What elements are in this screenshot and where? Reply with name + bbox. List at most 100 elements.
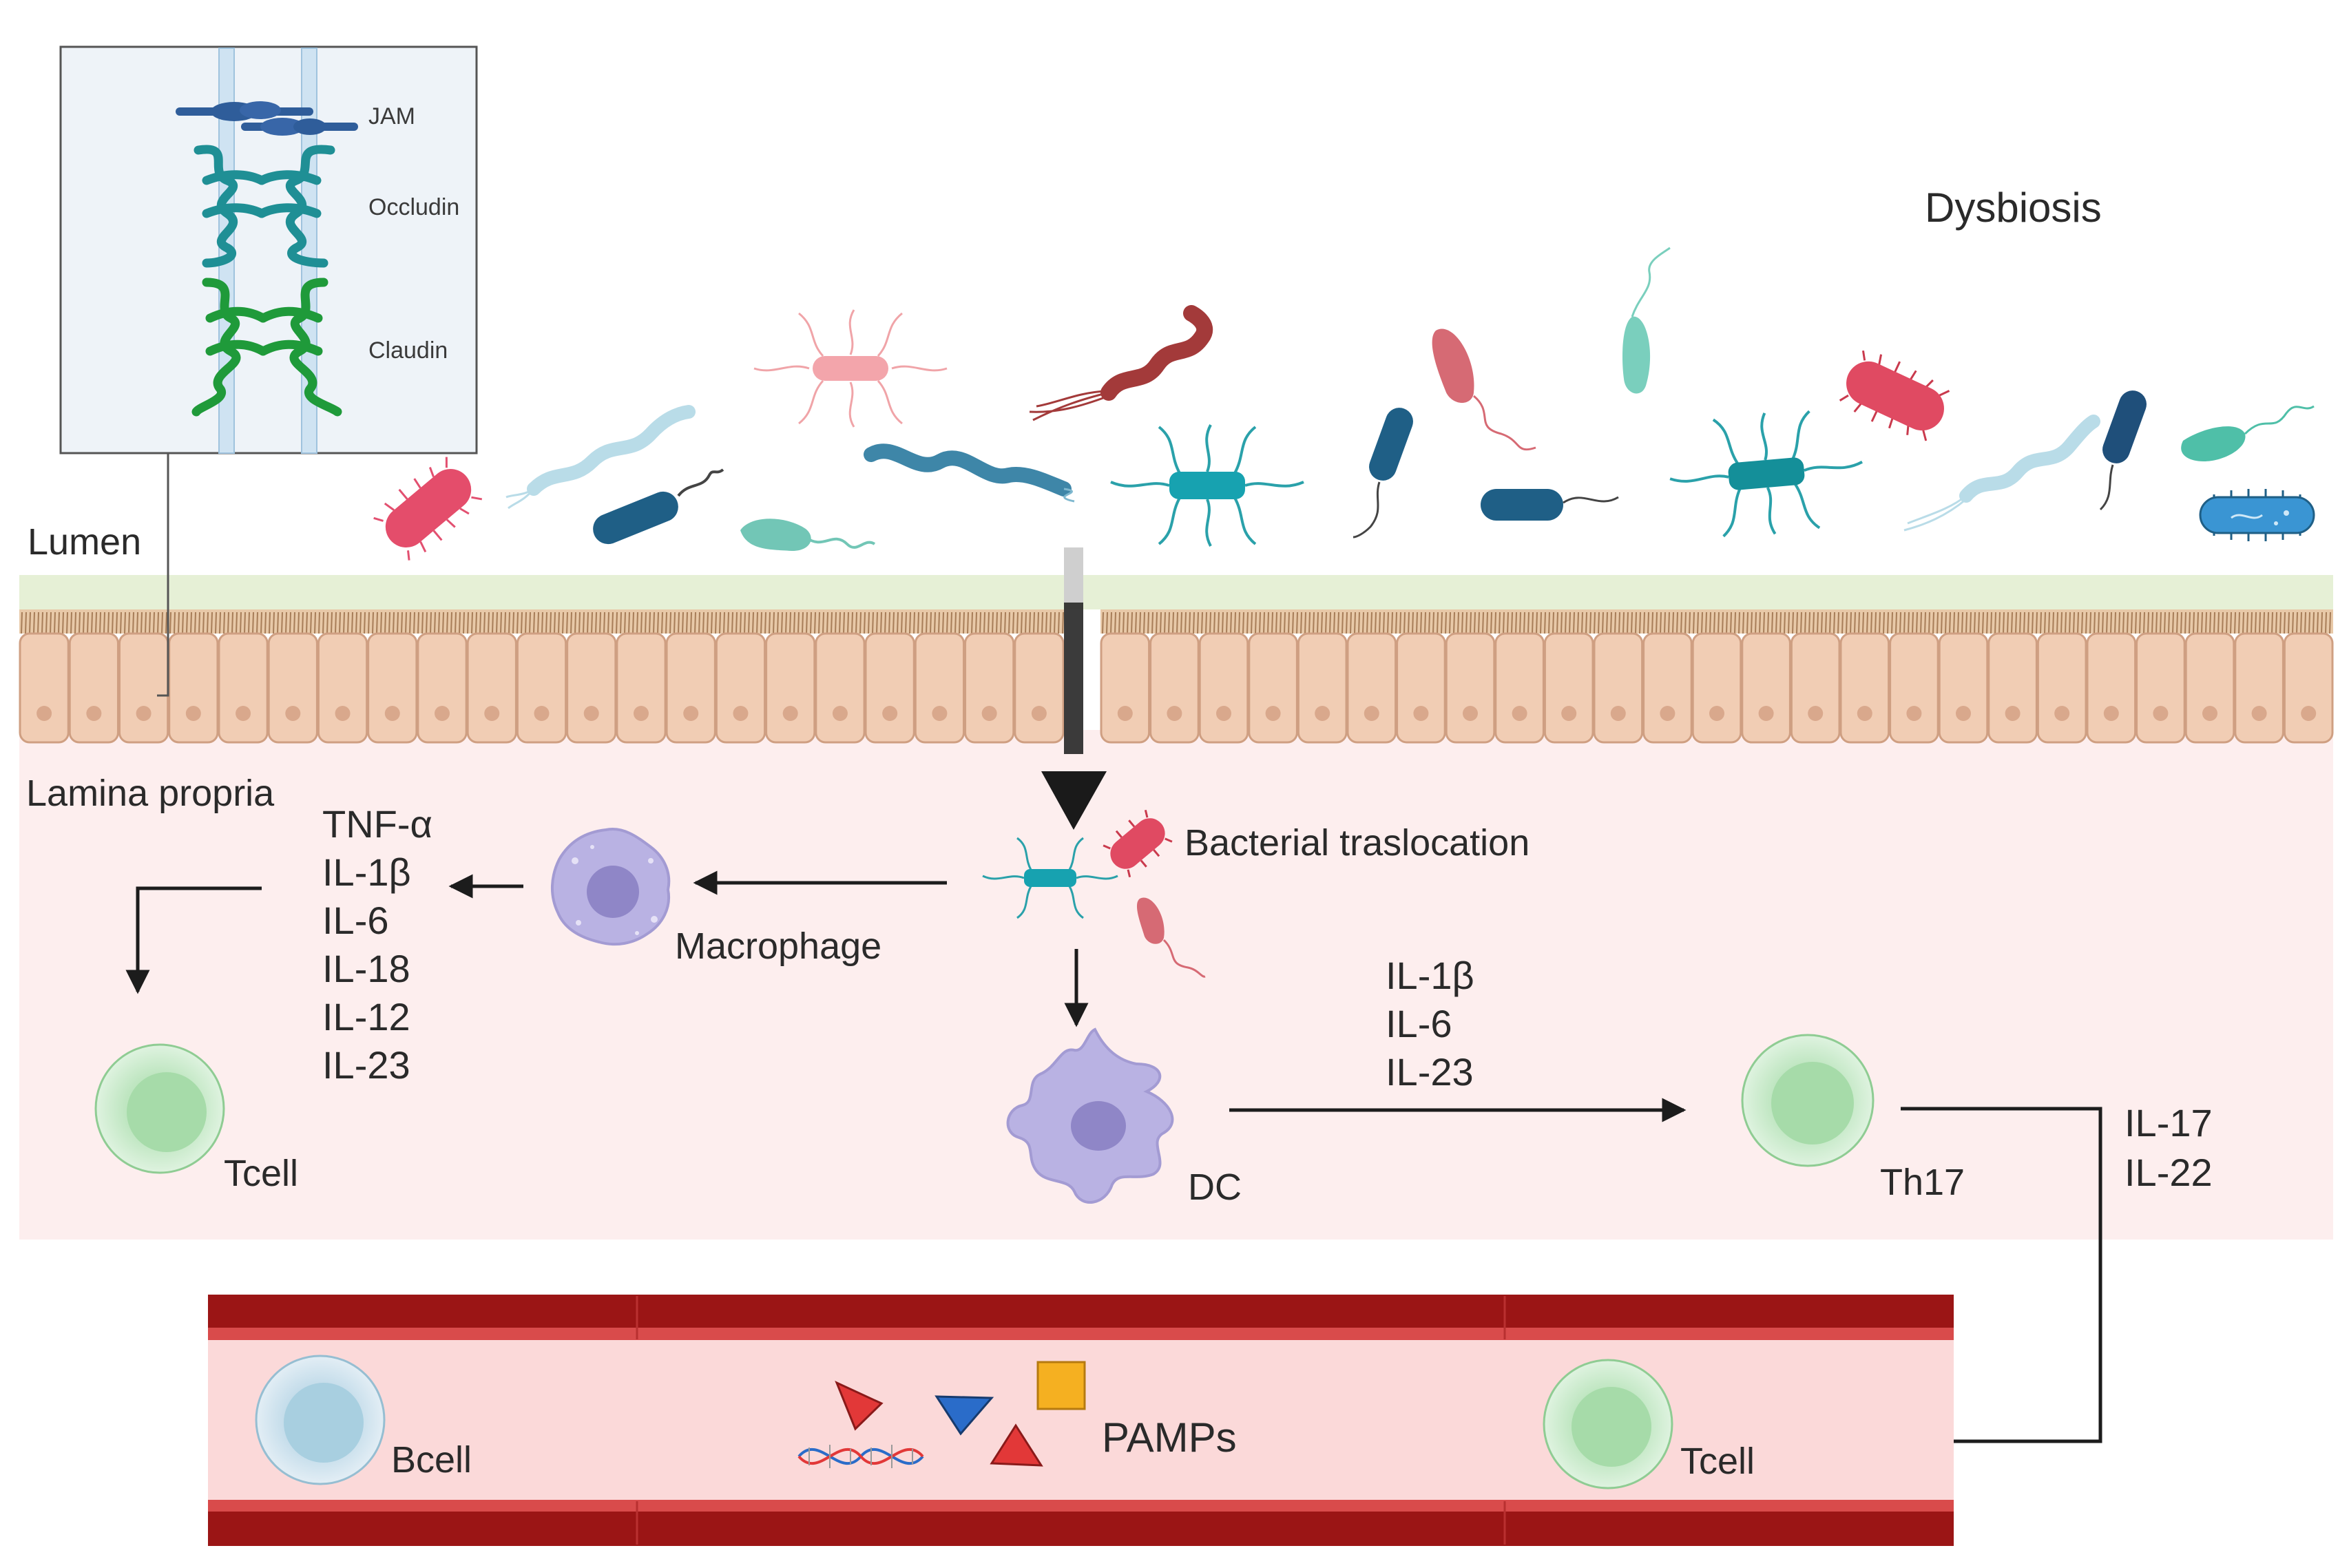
epithelial-cell bbox=[1691, 632, 1742, 744]
teal-comma-bacterium-icon bbox=[1622, 247, 1671, 394]
th17-cell-icon bbox=[1741, 1034, 1875, 1167]
cell-nucleus bbox=[1956, 706, 1971, 721]
epithelial-cell bbox=[665, 632, 716, 744]
lumen-label: Lumen bbox=[28, 521, 141, 563]
epithelial-cell bbox=[1938, 632, 1989, 744]
th17-cytokine: IL-22 bbox=[2124, 1151, 2213, 1194]
macrophage-label: Macrophage bbox=[675, 926, 881, 967]
tcell-lamina-label: Tcell bbox=[224, 1153, 298, 1194]
cell-nucleus bbox=[1512, 706, 1527, 721]
epithelial-cell bbox=[964, 632, 1015, 744]
epithelial-cell bbox=[516, 632, 567, 744]
epithelial-cell bbox=[1149, 632, 1200, 744]
lumen-bacteria bbox=[373, 247, 2315, 561]
pink-rod-bacterium-right-icon bbox=[1839, 350, 1950, 441]
macrophage-icon bbox=[551, 828, 671, 946]
cell-nucleus bbox=[285, 706, 301, 721]
epithelial-cell bbox=[367, 632, 418, 744]
cell-nucleus bbox=[1709, 706, 1724, 721]
pink-flagellated-bacterium-icon bbox=[753, 309, 948, 428]
epithelial-cell bbox=[1248, 632, 1298, 744]
arrow-cytokines-to-tcell bbox=[125, 886, 262, 994]
cell-nucleus bbox=[1660, 706, 1675, 721]
spirochete-light-blue-right-icon bbox=[1959, 415, 2100, 503]
dc-cytokine-list: IL-1β IL-6 IL-23 bbox=[1386, 954, 1474, 1094]
bacterial-translocation-label: Bacterial traslocation bbox=[1184, 822, 1530, 864]
bcell-icon bbox=[255, 1355, 386, 1485]
claudin-protein-icon bbox=[191, 278, 342, 417]
cell-nucleus bbox=[1315, 706, 1330, 721]
cell-nucleus bbox=[1216, 706, 1231, 721]
jam-protein-icon bbox=[176, 101, 358, 136]
epithelial-cell bbox=[1445, 632, 1496, 744]
pamps-molecules bbox=[797, 1361, 1086, 1468]
pink-rod-bacterium-icon bbox=[373, 457, 483, 561]
microvilli-lines bbox=[1102, 611, 2331, 634]
cell-nucleus bbox=[1167, 706, 1182, 721]
cell-nucleus bbox=[1364, 706, 1379, 721]
cell-nucleus bbox=[534, 706, 550, 721]
intestinal-epithelium bbox=[19, 609, 2334, 744]
translocation-arrow bbox=[1041, 547, 1107, 830]
dc-label: DC bbox=[1188, 1167, 1242, 1208]
teal-pili-bacterium-icon bbox=[1110, 424, 1304, 547]
epithelial-cell bbox=[317, 632, 368, 744]
cell-nucleus bbox=[484, 706, 500, 721]
cell-nucleus bbox=[583, 706, 599, 721]
cell-nucleus bbox=[633, 706, 649, 721]
cell-nucleus bbox=[733, 706, 749, 721]
cell-nucleus bbox=[782, 706, 798, 721]
vertical-rod-bacterium-icon bbox=[1353, 408, 1413, 539]
epithelial-cell bbox=[2283, 632, 2334, 744]
epithelial-cell bbox=[616, 632, 667, 744]
teal-pili-bacterium-right-icon bbox=[1669, 410, 1863, 538]
microvilli-lines bbox=[21, 611, 1064, 634]
lamina-propria-label: Lamina propria bbox=[26, 773, 275, 814]
epithelial-cell bbox=[417, 632, 468, 744]
tcell-blood-label: Tcell bbox=[1680, 1441, 1755, 1482]
comma-bacterium-icon bbox=[740, 519, 876, 551]
macrophage-cytokine: IL-23 bbox=[322, 1043, 410, 1087]
cell-nucleus bbox=[2103, 706, 2119, 721]
cell-nucleus bbox=[86, 706, 102, 721]
macrophage-cytokine: IL-12 bbox=[322, 995, 410, 1038]
translocated-pink-rod-icon bbox=[1103, 809, 1173, 878]
arrow-th17-to-blood-tcell bbox=[1824, 1107, 2102, 1454]
cell-nucleus bbox=[384, 706, 400, 721]
cell-nucleus bbox=[2054, 706, 2070, 721]
macrophage-cytokine: TNF-α bbox=[322, 802, 432, 846]
epithelial-cell bbox=[1839, 632, 1890, 744]
lamina-propria-region bbox=[19, 730, 2333, 1240]
dark-rod-bacterium-right-icon bbox=[2099, 390, 2147, 511]
horizontal-rod-bacterium-icon bbox=[1481, 489, 1619, 521]
square-orange-icon bbox=[1036, 1361, 1086, 1410]
th17-label: Th17 bbox=[1880, 1162, 1965, 1203]
epithelial-cell bbox=[914, 632, 965, 744]
translocated-teal-bacterium-icon bbox=[982, 837, 1118, 919]
epithelial-cell bbox=[1494, 632, 1545, 744]
bcell-label: Bcell bbox=[391, 1439, 472, 1481]
cell-nucleus bbox=[185, 706, 201, 721]
cell-nucleus bbox=[1463, 706, 1478, 721]
cell-nucleus bbox=[435, 706, 450, 721]
pamps-label: PAMPs bbox=[1102, 1414, 1237, 1461]
cell-nucleus bbox=[1857, 706, 1872, 721]
macrophage-cytokine: IL-6 bbox=[322, 899, 389, 942]
cell-nucleus bbox=[882, 706, 898, 721]
epithelial-cell bbox=[1396, 632, 1446, 744]
epithelial-cell bbox=[815, 632, 866, 744]
epithelial-cell bbox=[1642, 632, 1693, 744]
epithelial-cell bbox=[68, 632, 119, 744]
cell-nucleus bbox=[36, 706, 52, 721]
macrophage-cytokine: IL-1β bbox=[322, 850, 411, 894]
epithelial-cell bbox=[864, 632, 915, 744]
blue-membrane-bacterium-icon bbox=[2199, 489, 2315, 541]
epithelial-cell bbox=[2184, 632, 2235, 744]
mucus-layer bbox=[19, 575, 2333, 609]
cell-nucleus bbox=[2005, 706, 2021, 721]
cell-nucleus bbox=[1265, 706, 1281, 721]
cell-nucleus bbox=[136, 706, 152, 721]
cell-nucleus bbox=[2301, 706, 2317, 721]
epithelial-cell bbox=[1346, 632, 1397, 744]
tight-junction-inset: JAM Occludin Claudin bbox=[59, 45, 478, 697]
